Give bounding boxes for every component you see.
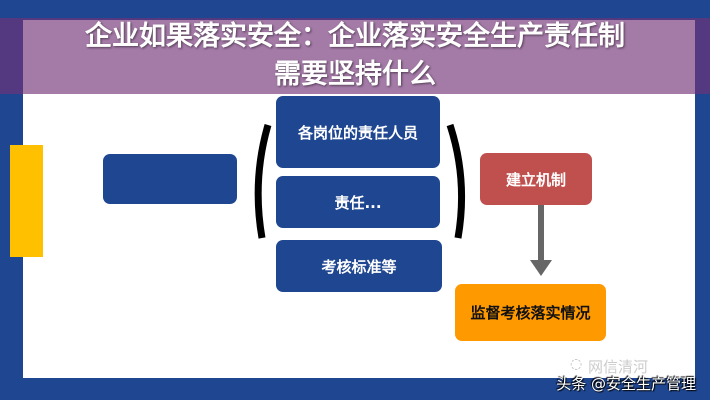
top-box: 各岗位的责任人员 <box>276 96 440 168</box>
orange-box: 监督考核落实情况 <box>455 284 606 341</box>
overlay-title: 企业如果落实安全：企业落实安全生产责任制 需要坚持什么 <box>0 18 710 94</box>
middle-box: 责任... <box>276 176 440 228</box>
accent-tab <box>10 145 43 257</box>
title-line-1: 企业如果落实安全：企业落实安全生产责任制 <box>85 21 625 52</box>
source-watermark: 头条 @安全生产管理 <box>556 375 696 393</box>
wechat-watermark: 网信清河 <box>588 358 649 376</box>
left-bracket <box>254 124 272 239</box>
title-banner <box>0 18 710 94</box>
right-bracket <box>446 123 466 239</box>
arrow-head <box>530 260 552 276</box>
bottom-box: 考核标准等 <box>276 240 442 292</box>
wechat-icon: ◌ <box>570 356 583 372</box>
right-box: 建立机制 <box>480 153 592 205</box>
title-line-2: 需要坚持什么 <box>274 59 436 90</box>
left-box <box>103 154 237 204</box>
